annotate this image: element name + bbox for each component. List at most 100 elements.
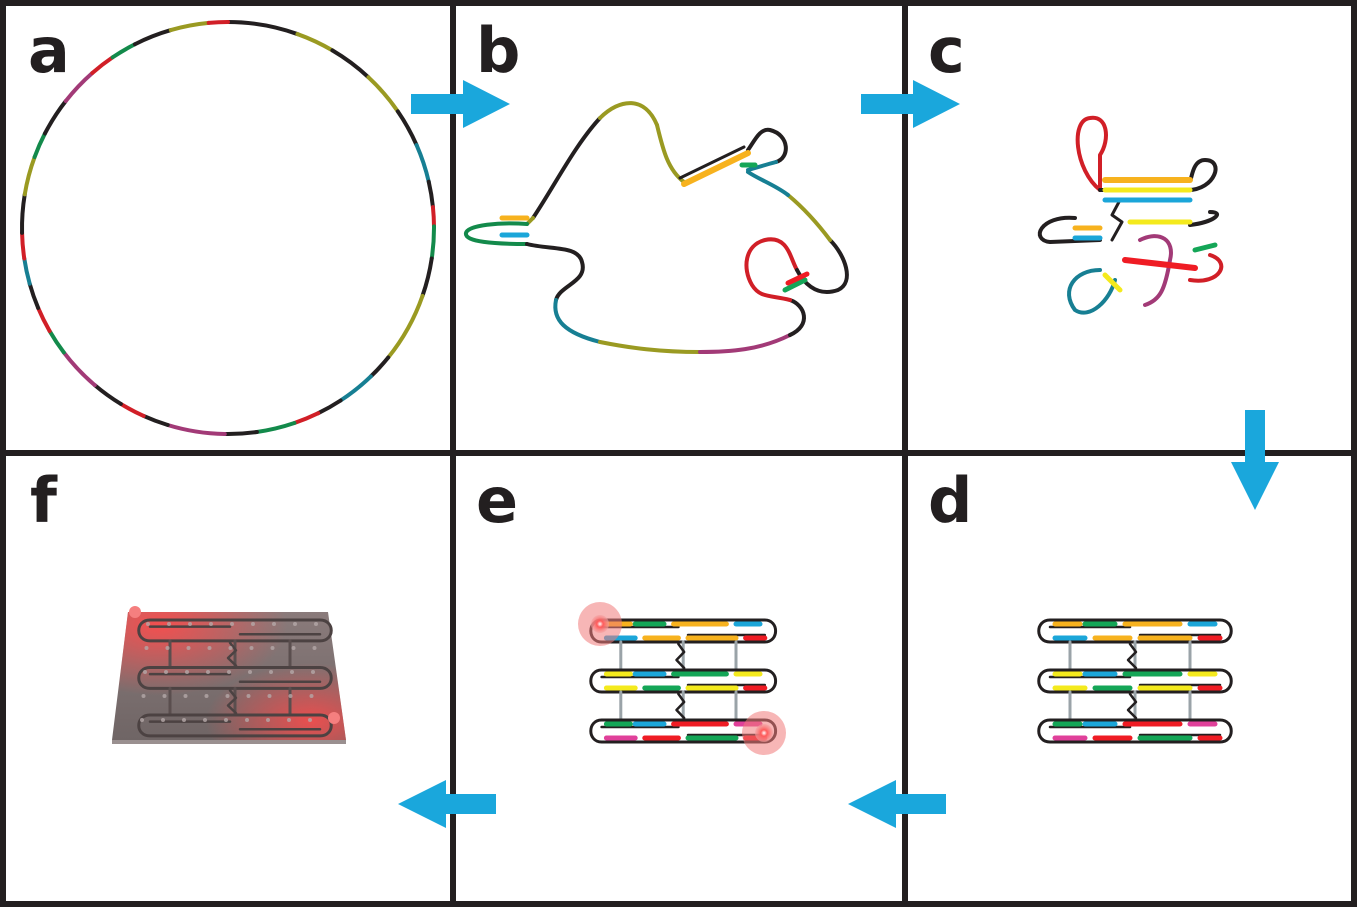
tile-3d-dot xyxy=(270,646,275,650)
helix-b-orange-backbone xyxy=(678,145,746,180)
circle-segment-18 xyxy=(141,413,170,427)
panel-label-b: b xyxy=(476,14,521,87)
tile-d-zigzag-1 xyxy=(1126,692,1138,720)
tile-3d-dot xyxy=(309,694,314,698)
panel-label-c: c xyxy=(928,14,965,87)
tile-3d-dot xyxy=(228,646,233,650)
panel-label-f: f xyxy=(30,464,57,537)
tile-e-row-outline-1 xyxy=(589,668,778,694)
tile-3d-dot xyxy=(204,694,209,698)
circle-segment-34 xyxy=(132,28,173,47)
tile-3d-dot xyxy=(293,622,297,626)
tile-3d-marker-top xyxy=(129,606,141,618)
strand-b-10 xyxy=(744,237,799,302)
circle-segment-1 xyxy=(295,32,335,53)
strand-b-14 xyxy=(746,127,788,164)
tile-3d-pattern xyxy=(137,618,333,738)
helix-c-yellow-3 xyxy=(1102,272,1123,293)
arrow-d-to-e xyxy=(848,780,946,828)
flow-arrows xyxy=(398,80,1279,828)
tile-3d-dot xyxy=(165,646,170,650)
tile-3d-dot xyxy=(185,670,189,674)
tile-3d-dot xyxy=(140,718,144,722)
arrow-a-to-b xyxy=(411,80,510,128)
circle-segment-11 xyxy=(368,355,391,379)
tile-3d-dot xyxy=(206,670,210,674)
tile-3d-dot xyxy=(288,694,293,698)
panel-f-3d-tile xyxy=(112,606,346,744)
circle-segment-35 xyxy=(168,20,211,33)
tile-e-zigzag-1 xyxy=(675,692,686,720)
tile-3d-dot xyxy=(251,622,255,626)
tile-3d-dot xyxy=(314,622,318,626)
tile-3d-dot xyxy=(230,622,234,626)
helix-c-red xyxy=(1122,257,1198,271)
tile-3d-dot xyxy=(146,622,150,626)
circle-segment-28 xyxy=(22,155,37,197)
tile-3d-dot xyxy=(203,718,207,722)
tile-3d-dot xyxy=(312,646,317,650)
tile-3d-dot xyxy=(224,718,228,722)
arrow-b-to-c xyxy=(861,80,960,128)
strand-c-top-loop xyxy=(1075,115,1108,192)
tile-3d-dot xyxy=(182,718,186,722)
tile-3d-dot xyxy=(207,646,212,650)
circle-segment-9 xyxy=(420,256,434,298)
tile-3d-dot xyxy=(248,670,252,674)
panel-d-folded-tile xyxy=(1037,618,1233,744)
tile-3d-dot xyxy=(245,718,249,722)
tile-3d-dot xyxy=(143,670,147,674)
tile-f-zigzag-0 xyxy=(226,641,238,667)
circle-segment-26 xyxy=(20,230,27,261)
marker-bottom-right xyxy=(755,724,773,742)
circle-segment-15 xyxy=(254,421,297,434)
circle-segment-33 xyxy=(110,42,137,60)
circle-segment-23 xyxy=(36,305,52,333)
tile-f-zigzag-1 xyxy=(226,689,238,715)
tile-3d-dot xyxy=(186,646,191,650)
strand-c-right-small xyxy=(1188,210,1219,227)
circle-segment-16 xyxy=(222,429,259,436)
panel-e-tile-with-markers xyxy=(578,602,786,755)
arrow-e-to-f xyxy=(398,780,496,828)
tile-3d-dot xyxy=(290,670,294,674)
helix-c-green xyxy=(1192,242,1218,253)
tile-3d-dot xyxy=(183,694,188,698)
tile-3d-dot xyxy=(291,646,296,650)
helix-b-small-green xyxy=(782,277,808,293)
tile-3d-dot xyxy=(311,670,315,674)
tile-3d-dot xyxy=(267,694,272,698)
tile-d-row-outline-0 xyxy=(1037,618,1233,644)
panel-label-a: a xyxy=(28,14,70,87)
circle-segment-10 xyxy=(386,293,425,360)
circle-segment-2 xyxy=(330,48,371,80)
arrow-c-to-d xyxy=(1231,410,1279,510)
tile-3d-dot xyxy=(167,622,171,626)
strand-c-magenta xyxy=(1138,234,1173,307)
strand-b-1 xyxy=(598,101,659,127)
circle-segment-36 xyxy=(206,20,230,25)
tile-3d-dot xyxy=(272,622,276,626)
strand-b-11 xyxy=(795,238,849,294)
circle-segment-25 xyxy=(22,256,32,286)
circle-segment-30 xyxy=(42,99,68,136)
circle-segment-7 xyxy=(430,205,436,229)
strand-c-top-right xyxy=(1098,158,1218,192)
circle-segment-5 xyxy=(414,143,431,184)
tile-e-zigzag-0 xyxy=(675,642,686,670)
strand-b-2 xyxy=(655,123,686,184)
strand-b-0 xyxy=(531,116,602,220)
tile-3d-dot xyxy=(266,718,270,722)
panel-a-circular-strand xyxy=(20,20,436,436)
strand-b-7 xyxy=(598,340,702,354)
circle-segment-21 xyxy=(61,350,97,388)
circle-segment-14 xyxy=(292,411,321,426)
circle-segment-19 xyxy=(118,401,146,418)
tile-3d-dot xyxy=(209,622,213,626)
tile-3d-dot xyxy=(227,670,231,674)
marker-top-left xyxy=(591,615,609,633)
tile-3d-dot xyxy=(188,622,192,626)
helix-b-small-red xyxy=(785,271,810,286)
